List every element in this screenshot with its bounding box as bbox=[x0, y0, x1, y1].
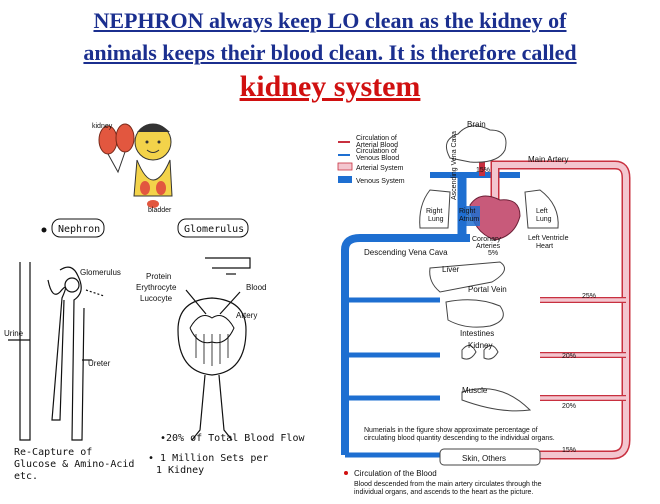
pct-25: 25% bbox=[582, 293, 596, 300]
legend bbox=[337, 141, 353, 183]
skin-box bbox=[439, 448, 541, 466]
million-line-1: • 1 Million Sets per bbox=[148, 453, 268, 464]
ureter-label: Ureter bbox=[88, 359, 111, 368]
right-atrium-shape bbox=[458, 206, 480, 226]
glomerulus-label: Glomerulus bbox=[80, 268, 121, 277]
recapture-line-2: Glucose & Amino-Acid bbox=[14, 459, 134, 470]
heart-label: Heart bbox=[536, 243, 553, 250]
muscle-label: Muscle bbox=[462, 386, 488, 395]
cartoon-kidney-label: kidney bbox=[92, 123, 113, 130]
note-line-1: Numerials in the figure show approximate… bbox=[364, 427, 538, 434]
urine-label: Urine bbox=[4, 329, 24, 338]
right-lung-label-2: Lung bbox=[428, 216, 444, 223]
cartoon-boy: kidney bladder bbox=[92, 123, 173, 214]
caption-title: Circulation of the Blood bbox=[354, 469, 437, 478]
title-line-2: animals keeps their blood clean. It is t… bbox=[83, 40, 577, 65]
intestines-shape bbox=[445, 299, 504, 328]
glomerulus-sketch bbox=[177, 257, 251, 441]
nephron-heading: Nephron bbox=[58, 224, 100, 235]
brain-shape bbox=[445, 125, 507, 163]
kidney-label: Kidney bbox=[468, 341, 492, 350]
descending-vena-cava-label: Descending Vena Cava bbox=[364, 248, 448, 257]
title-kidney-system: kidney system bbox=[239, 70, 421, 103]
pct-5: 5% bbox=[488, 250, 498, 257]
bullet-dot bbox=[41, 227, 47, 233]
cartoon-bladder-label: bladder bbox=[148, 207, 172, 214]
erythrocyte-label: Erythrocyte bbox=[136, 283, 177, 292]
legend-arterial-2: Arterial Blood bbox=[356, 142, 398, 149]
left-lung-label-1: Left bbox=[536, 208, 548, 215]
left-lung bbox=[524, 189, 559, 229]
artery-label: Artery bbox=[236, 311, 257, 320]
right-lung bbox=[419, 189, 451, 229]
pct-20a: 20% bbox=[562, 353, 576, 360]
legend-venous-system: Venous System bbox=[356, 178, 405, 185]
left-ventricle-label: Left Ventricle bbox=[528, 235, 569, 242]
caption-dot bbox=[344, 471, 348, 475]
left-lung-label-2: Lung bbox=[536, 216, 552, 223]
nephron-box bbox=[51, 218, 105, 238]
liver-label: Liver bbox=[442, 265, 460, 274]
pct-15-top: 15% bbox=[476, 167, 490, 174]
skin-label: Skin, Others bbox=[462, 454, 506, 463]
nephron-sketch bbox=[8, 262, 105, 441]
lucocyte-label: Lucocyte bbox=[140, 294, 173, 303]
blood-flow-note: •20% of Total Blood Flow bbox=[160, 433, 305, 444]
protein-label: Protein bbox=[146, 272, 171, 281]
caption-line-1: Blood descended from the main artery cir… bbox=[354, 481, 542, 488]
recapture-line-3: etc. bbox=[14, 471, 38, 482]
liver-shape bbox=[429, 261, 505, 293]
brain-label: Brain bbox=[467, 120, 486, 129]
glomerulus-box bbox=[177, 218, 249, 238]
legend-arterial-1: Circulation of bbox=[356, 135, 397, 142]
ascending-vena-cava-label: Ascending Vena Cava bbox=[451, 131, 458, 200]
portal-vein-label: Portal Vein bbox=[468, 285, 507, 294]
right-atrium-label-1: Right bbox=[459, 208, 475, 215]
right-lung-label-1: Right bbox=[426, 208, 442, 215]
legend-arterial-system: Arterial System bbox=[356, 165, 404, 172]
note-line-2: circulating blood quantity descending to… bbox=[364, 435, 555, 442]
muscle-shape bbox=[461, 388, 532, 412]
legend-venous-1: Circulation of bbox=[356, 148, 397, 155]
coronary-label-1: Coronary bbox=[472, 236, 501, 243]
million-line-2: 1 Kidney bbox=[156, 465, 204, 476]
coronary-label-2: Arteries bbox=[476, 243, 501, 250]
heart-shape bbox=[469, 195, 521, 241]
legend-venous-2: Venous Blood bbox=[356, 155, 399, 162]
arterial-vessels bbox=[479, 160, 631, 460]
blood-label: Blood bbox=[246, 283, 266, 292]
glomerulus-heading: Glomerulus bbox=[184, 224, 244, 235]
kidney-shape bbox=[461, 345, 499, 360]
title-line-1: NEPHRON always keep LO clean as the kidn… bbox=[93, 8, 567, 33]
right-atrium-label-2: Atrium bbox=[459, 216, 479, 223]
pct-20b: 20% bbox=[562, 403, 576, 410]
pct-15-bottom: 15% bbox=[562, 447, 576, 454]
caption-line-2: individual organs, and ascends to the he… bbox=[354, 489, 533, 496]
main-artery-label: Main Artery bbox=[528, 155, 568, 164]
recapture-line-1: Re-Capture of bbox=[14, 447, 92, 458]
intestines-label: Intestines bbox=[460, 329, 494, 338]
